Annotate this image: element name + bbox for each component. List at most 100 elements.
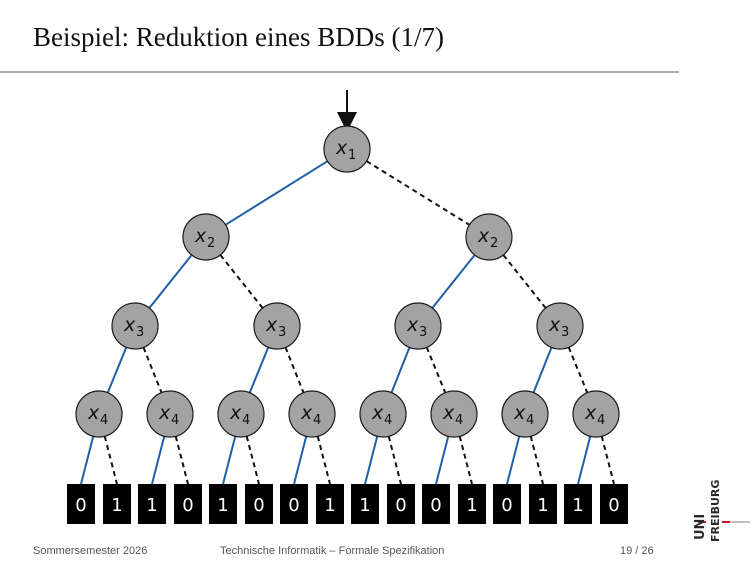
node-variable-index: 4 [100,413,108,428]
low-edge [502,254,547,309]
low-edge [567,346,589,394]
node-variable-index: 2 [490,236,498,251]
node-circle [182,213,230,261]
high-edge [293,436,308,485]
node-circle [572,390,620,438]
slide-footer: Sommersemester 2026 Technische Informati… [0,545,680,561]
leaf-box [245,484,273,524]
node-variable-index: 1 [348,148,356,163]
leaf-box [600,484,628,524]
high-edge [506,436,521,485]
node-circle [501,390,549,438]
node-variable-index: 3 [278,325,286,340]
low-edge [103,436,118,485]
high-edge [532,347,553,393]
high-edge [248,346,270,394]
node-variable-index: 4 [526,413,534,428]
terminal-leaf: 1 [351,484,379,524]
leaf-value: 0 [288,495,299,516]
low-edge [387,436,402,485]
node-circle [323,125,371,173]
terminal-leaf: 0 [387,484,415,524]
terminal-leaf: 1 [564,484,592,524]
node-circle [430,390,478,438]
low-edge [458,436,473,485]
leaf-box [564,484,592,524]
logo-freiburg-text: FREIBURG [709,479,722,542]
node-variable-label: x [406,314,419,336]
leaf-box [387,484,415,524]
high-edge [364,436,379,485]
leaf-box [103,484,131,524]
low-edge [366,160,470,226]
node-variable-index: 4 [455,413,463,428]
leaf-value: 0 [253,495,264,516]
terminal-leaf: 1 [103,484,131,524]
node-variable-index: 3 [419,325,427,340]
leaf-box [422,484,450,524]
leaf-value: 1 [217,495,228,516]
high-edge [222,436,237,485]
node-circle [359,390,407,438]
leaf-value: 1 [537,495,548,516]
slide-title: Beispiel: Reduktion eines BDDs (1/7) [33,22,444,52]
node-variable-label: x [194,225,207,247]
node-variable-label: x [371,402,384,424]
leaf-box [458,484,486,524]
node-variable-label: x [548,314,561,336]
node-variable-index: 4 [242,413,250,428]
leaf-box [529,484,557,524]
node-variable-label: x [584,402,597,424]
leaf-box [493,484,521,524]
low-edge [219,254,264,309]
low-edge [142,347,163,393]
leaf-value: 0 [182,495,193,516]
node-circle [288,390,336,438]
logo-accent-bar [698,521,706,523]
leaf-box [174,484,202,524]
low-edge [316,436,331,485]
logo-accent-bar [722,521,730,523]
terminal-leaf: 0 [600,484,628,524]
node-circle [465,213,513,261]
high-edge [106,346,128,394]
leaf-box [138,484,166,524]
terminal-leaf: 0 [67,484,95,524]
node-variable-label: x [477,225,490,247]
leaf-value: 1 [359,495,370,516]
node-circle [111,302,159,350]
footer-course-title: Technische Informatik – Formale Spezifik… [220,545,445,557]
node-variable-label: x [265,314,278,336]
leaf-value: 1 [146,495,157,516]
terminal-leaf: 1 [316,484,344,524]
leaf-value: 1 [572,495,583,516]
logo-uni-text: UNI [693,513,708,540]
terminal-leaf: 1 [209,484,237,524]
high-edge [80,436,95,485]
logo-rule [730,521,750,523]
node-circle [253,302,301,350]
leaf-value: 1 [466,495,477,516]
leaf-box [351,484,379,524]
node-variable-index: 4 [171,413,179,428]
leaf-box [280,484,308,524]
node-variable-label: x [87,402,100,424]
title-divider [0,71,679,73]
node-variable-label: x [158,402,171,424]
high-edge [435,436,450,485]
terminal-leaf: 0 [422,484,450,524]
leaf-box [316,484,344,524]
high-edge [148,254,193,309]
